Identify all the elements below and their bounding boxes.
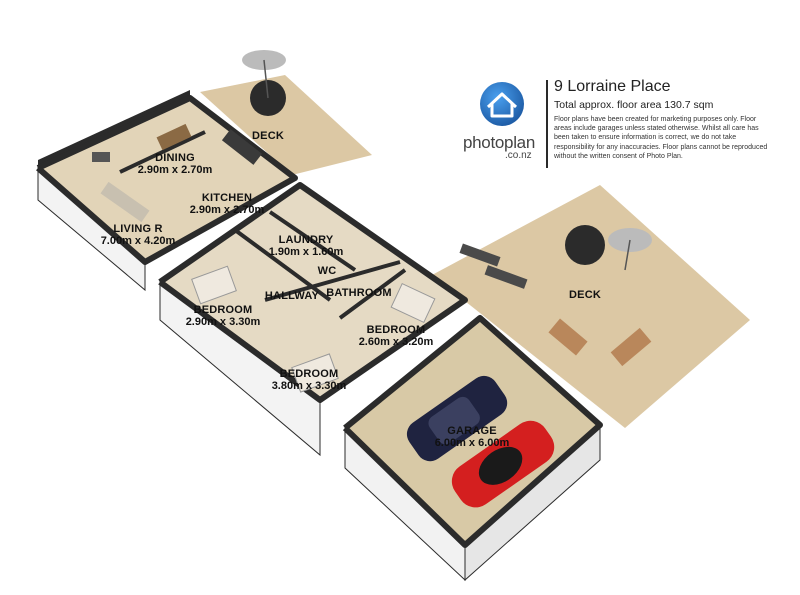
room-label-laundry: LAUNDRY 1.90m x 1.60m xyxy=(268,234,344,258)
bed-2 xyxy=(390,282,436,324)
room-dims: 2.90m x 3.30m xyxy=(185,315,261,328)
kitchen-counter xyxy=(221,129,263,165)
room-label-bathroom: BATHROOM xyxy=(326,287,392,300)
room-name: LIVING R xyxy=(113,223,163,235)
room-label-living: LIVING R 7.00m x 4.20m xyxy=(100,223,176,247)
deck-right-surface xyxy=(432,185,750,428)
room-dims: 1.90m x 1.60m xyxy=(268,245,344,258)
dining-table xyxy=(156,123,192,151)
garage-outline xyxy=(342,315,603,548)
room-label-bedroom-1: BEDROOM 2.90m x 3.30m xyxy=(185,304,261,328)
red-car xyxy=(451,420,555,508)
loungers xyxy=(459,243,528,289)
room-name: BEDROOM xyxy=(366,324,426,336)
room-name: BEDROOM xyxy=(279,368,339,380)
room-dims: 2.60m x 3.20m xyxy=(358,335,434,348)
bed-1 xyxy=(191,265,237,305)
room-label-bedroom-2: BEDROOM 2.60m x 3.20m xyxy=(358,324,434,348)
room-label-bedroom-3: BEDROOM 3.80m x 3.30m xyxy=(271,368,347,392)
umbrella-table-top xyxy=(242,50,286,116)
room-label-wc: WC xyxy=(317,265,337,278)
kitchen-divider xyxy=(119,130,206,174)
room-name: DINING xyxy=(155,152,195,164)
property-address: 9 Lorraine Place xyxy=(554,78,671,95)
room-label-kitchen: KITCHEN 2.90m x 2.70m xyxy=(189,192,265,216)
room-name: LAUNDRY xyxy=(278,234,334,246)
benches xyxy=(548,318,652,367)
room-name: BEDROOM xyxy=(193,304,253,316)
navy-car xyxy=(406,375,508,462)
wall-bath xyxy=(338,268,407,320)
tv-unit xyxy=(92,152,110,162)
sofa xyxy=(100,181,150,223)
room-dims: 2.90m x 2.70m xyxy=(189,203,265,216)
logo-circle xyxy=(480,82,524,126)
room-dims: 7.00m x 4.20m xyxy=(100,234,176,247)
floor-area: Total approx. floor area 130.7 sqm xyxy=(554,99,714,111)
room-dims: 2.90m x 2.70m xyxy=(137,163,213,176)
bed-3 xyxy=(291,353,339,393)
room-name: DECK xyxy=(569,289,601,301)
house-icon xyxy=(486,92,518,118)
bedroom-block-outline xyxy=(158,182,468,403)
room-name: KITCHEN xyxy=(201,192,253,204)
room-dims: 3.80m x 3.30m xyxy=(271,379,347,392)
room-name: WC xyxy=(317,265,337,277)
room-label-deck-right: DECK xyxy=(569,289,601,302)
bedroom-block-floor xyxy=(160,185,465,400)
room-label-deck-top: DECK xyxy=(252,130,284,143)
wall-hall-2 xyxy=(264,260,401,302)
room-label-hallway: HALLWAY xyxy=(264,290,320,303)
room-name: DECK xyxy=(252,130,284,142)
room-name: GARAGE xyxy=(447,425,497,437)
room-label-garage: GARAGE 6.00m x 6.00m xyxy=(434,425,510,449)
room-name: HALLWAY xyxy=(264,290,320,302)
wall-laundry xyxy=(268,210,357,272)
umbrella-table-right xyxy=(565,225,652,271)
photoplan-logo xyxy=(480,82,524,126)
brand-domain: .co.nz xyxy=(505,150,532,161)
room-name: BATHROOM xyxy=(326,287,392,299)
living-wall-outline xyxy=(36,95,298,265)
wall-hall-1 xyxy=(233,228,332,302)
header-divider xyxy=(546,80,548,168)
room-label-dining: DINING 2.90m x 2.70m xyxy=(137,152,213,176)
room-dims: 6.00m x 6.00m xyxy=(434,436,510,449)
disclaimer: Floor plans have been created for market… xyxy=(554,116,768,160)
deck-top-surface xyxy=(200,75,372,175)
brand-name: photoplan xyxy=(463,133,535,152)
